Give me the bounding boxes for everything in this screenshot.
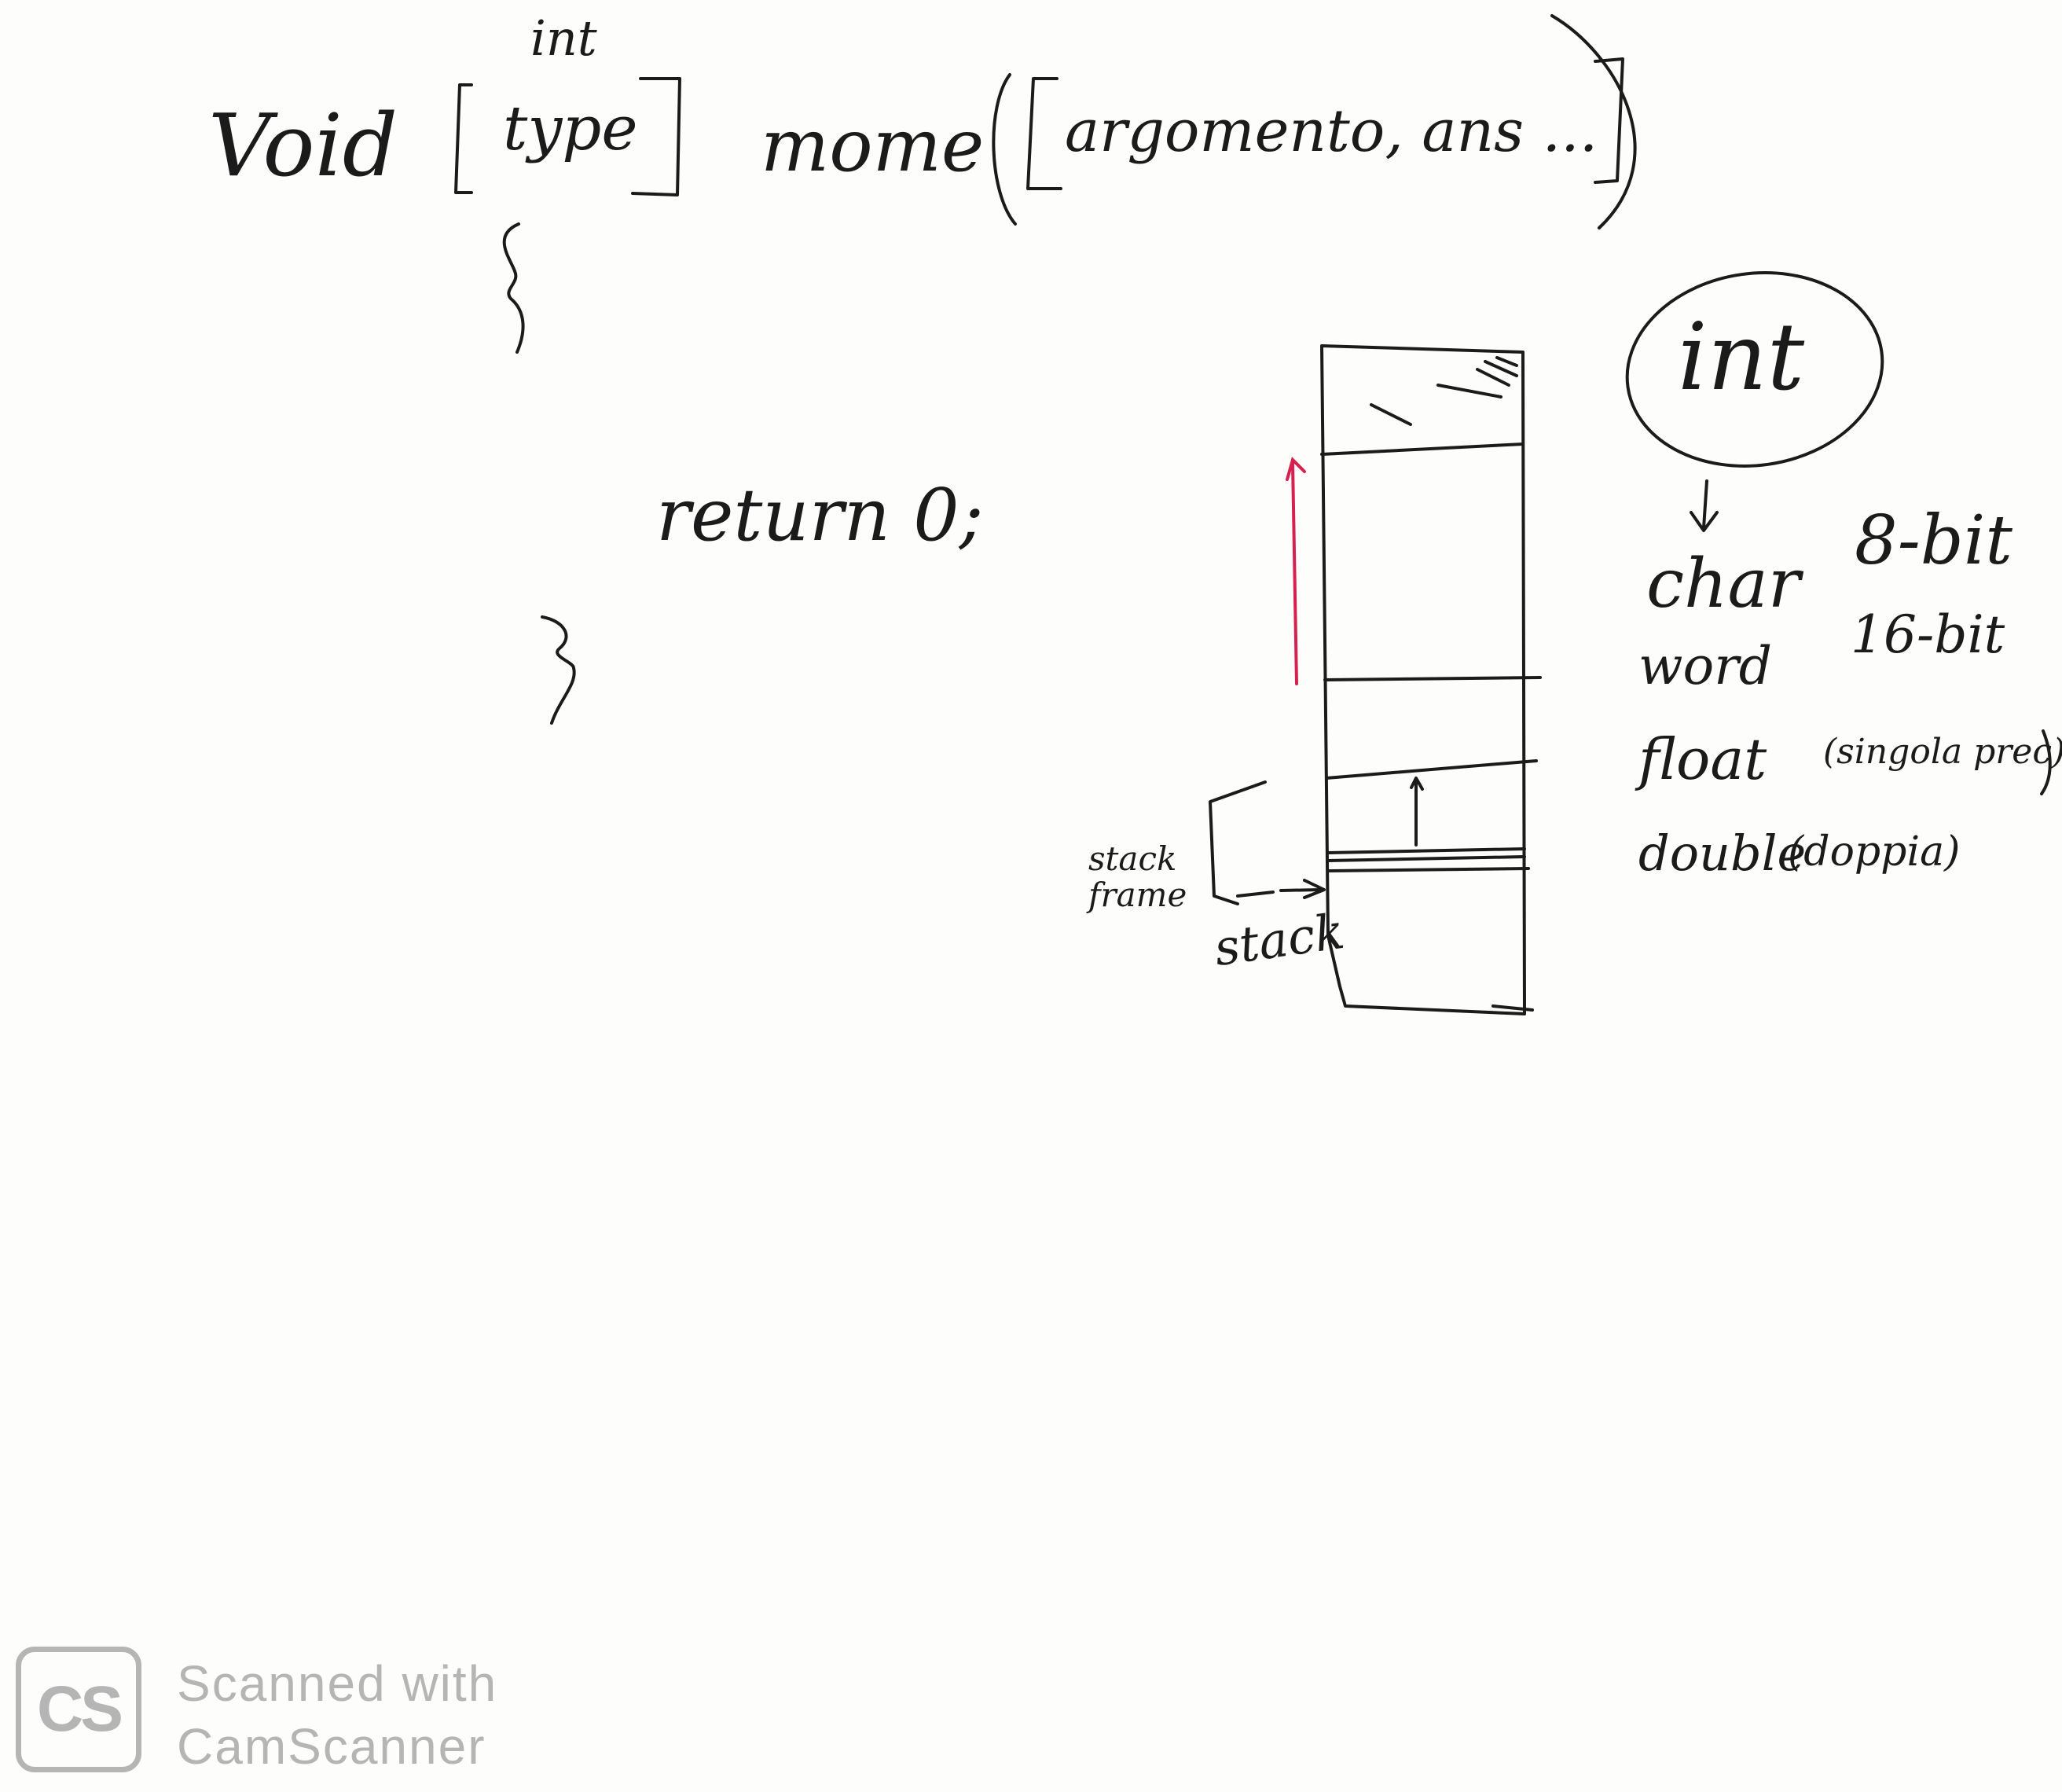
stack-outline: [1320, 344, 1526, 1015]
void-keyword: Void: [208, 95, 398, 196]
return-type-int: int: [530, 9, 597, 67]
return-statement: return 0;: [656, 473, 984, 557]
close-brace-shape: [541, 615, 576, 725]
stack-frame-label: stack frame: [1088, 839, 1187, 915]
int-arrow: [1690, 479, 1719, 532]
watermark-line-1: Scanned with: [177, 1655, 498, 1712]
camscanner-watermark: CS Scanned with CamScanner: [16, 1647, 550, 1784]
type-row-word-name: word: [1638, 636, 1773, 696]
stack-frame-bracket: [1209, 780, 1267, 905]
camscanner-logo-icon: CS: [16, 1647, 141, 1772]
type-row-double-detail: (doppia): [1788, 828, 1961, 876]
type-row-double-name: double: [1638, 824, 1807, 882]
type-bracket-right: [631, 77, 681, 196]
int-circle: [1625, 271, 1884, 468]
watermark-line-2: CamScanner: [177, 1718, 486, 1775]
int-label: int: [1678, 303, 1805, 411]
function-name: mome: [761, 104, 985, 188]
type-row-char-detail: 8-bit: [1855, 501, 2012, 580]
type-row-float-name: float: [1638, 726, 1767, 792]
stack-frame-arrow: [1236, 879, 1326, 899]
args-paren-right: [1550, 14, 1637, 230]
open-brace-shape: [502, 222, 525, 354]
stack-hatch: [1370, 356, 1518, 426]
args-paren-left: [992, 73, 1017, 226]
args-bracket-left: [1026, 77, 1062, 190]
type-placeholder: type: [503, 94, 638, 164]
type-row-char-name: char: [1646, 545, 1800, 623]
red-arrow: [1286, 457, 1306, 685]
type-bracket-left: [454, 83, 473, 194]
type-row-word-detail: 16-bit: [1851, 604, 2005, 665]
type-row-float-detail: (singola prec): [1823, 732, 2062, 772]
arguments-text: argomento, ans ...: [1065, 97, 1598, 165]
args-bracket-right: [1594, 57, 1624, 184]
